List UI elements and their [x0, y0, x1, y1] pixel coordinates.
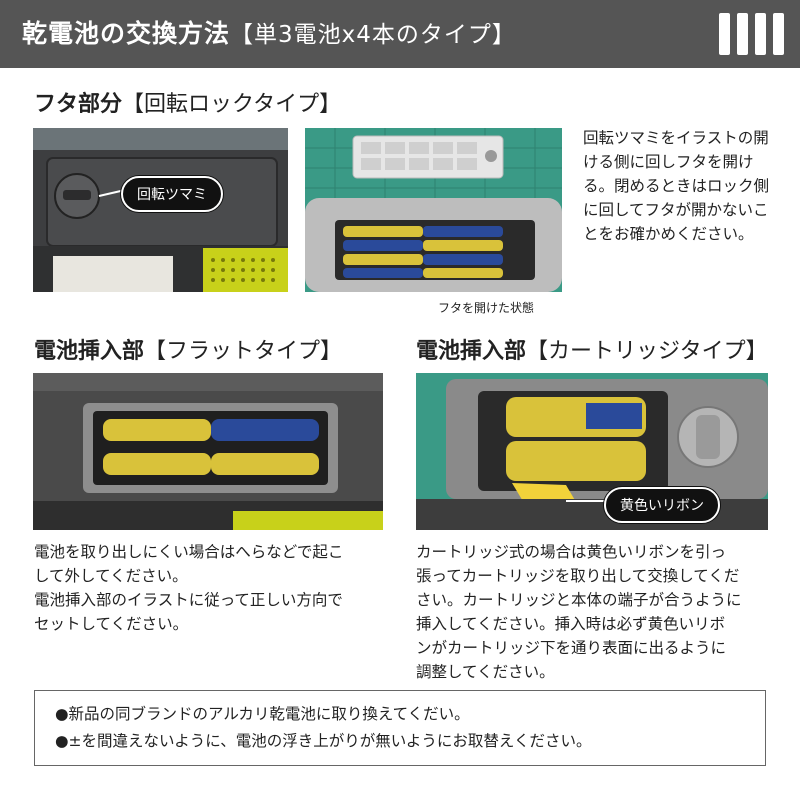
flat-description-line: 電池を取り出しにくい場合はへらなどで起こ	[34, 543, 344, 561]
cartridge-description-line: 挿入してください。挿入時は必ず黄色いリボ	[416, 615, 726, 633]
lid-section-title: フタ部分【回転ロックタイプ】	[34, 86, 341, 118]
flat-battery-photo	[33, 373, 383, 530]
lid-open-photo	[305, 128, 562, 292]
lid-open-caption: フタを開けた状態	[438, 301, 535, 315]
notice-line: ●新品の同ブランドのアルカリ乾電池に取り換えてくだい。	[55, 705, 470, 723]
battery-bar-2	[737, 13, 748, 55]
page-title: 乾電池の交換方法【単3電池x4本のタイプ】	[22, 14, 516, 50]
cartridge-description-line: 調整してください。	[416, 663, 555, 681]
cartridge-description-line: カートリッジ式の場合は黄色いリボンを引っ	[416, 543, 727, 561]
battery-bar-4	[773, 13, 784, 55]
lid-closed-photo: 回転ツマミ	[33, 128, 288, 292]
lid-description: 回転ツマミをイラストの開ける側に回しフタを開ける。閉めるときはロック側に回してフ…	[583, 129, 770, 243]
notice-box: ●新品の同ブランドのアルカリ乾電池に取り換えてくだい。 ●±を間違えないように、…	[34, 690, 766, 766]
cartridge-section-title-sub: 【カートリッジタイプ】	[526, 339, 768, 364]
flat-description-line: セットしてください。	[34, 615, 189, 633]
cartridge-battery-illustration	[416, 373, 768, 530]
cartridge-section-title-main: 電池挿入部	[416, 339, 527, 364]
lid-section-title-main: フタ部分	[34, 92, 123, 117]
flat-battery-illustration	[33, 373, 383, 530]
page-title-main: 乾電池の交換方法	[22, 19, 231, 48]
notice-line: ●±を間違えないように、電池の浮き上がりが無いようにお取替えください。	[55, 732, 592, 750]
header-bar: 乾電池の交換方法【単3電池x4本のタイプ】	[0, 0, 800, 68]
battery-bars-icon	[719, 13, 784, 55]
page-title-sub: 【単3電池x4本のタイプ】	[230, 22, 516, 48]
lid-closed-illustration	[33, 128, 288, 292]
flat-section-title: 電池挿入部【フラットタイプ】	[34, 333, 342, 365]
cartridge-section-title: 電池挿入部【カートリッジタイプ】	[416, 333, 768, 365]
flat-description: 電池を取り出しにくい場合はへらなどで起こ して外してください。 電池挿入部のイラ…	[34, 540, 394, 636]
battery-bar-3	[755, 13, 766, 55]
flat-section-title-sub: 【フラットタイプ】	[144, 339, 343, 364]
flat-description-line: して外してください。	[34, 567, 188, 585]
cartridge-battery-photo: 黄色いリボン	[416, 373, 768, 530]
lid-section-title-sub: 【回転ロックタイプ】	[122, 92, 342, 117]
cartridge-description-line: 張ってカートリッジを取り出して交換してくだ	[416, 567, 740, 585]
flat-description-line: 電池挿入部のイラストに従って正しい方向で	[34, 591, 343, 609]
ribbon-label: 黄色いリボン	[604, 487, 720, 523]
flat-section-title-main: 電池挿入部	[34, 339, 145, 364]
battery-bar-1	[719, 13, 730, 55]
cartridge-description-line: ンがカートリッジ下を通り表面に出るように	[416, 639, 727, 657]
knob-label: 回転ツマミ	[121, 176, 223, 212]
cartridge-description-line: さい。カートリッジと本体の端子が合うように	[416, 591, 742, 609]
cartridge-description: カートリッジ式の場合は黄色いリボンを引っ 張ってカートリッジを取り出して交換して…	[416, 540, 776, 684]
lid-open-illustration	[305, 128, 562, 292]
